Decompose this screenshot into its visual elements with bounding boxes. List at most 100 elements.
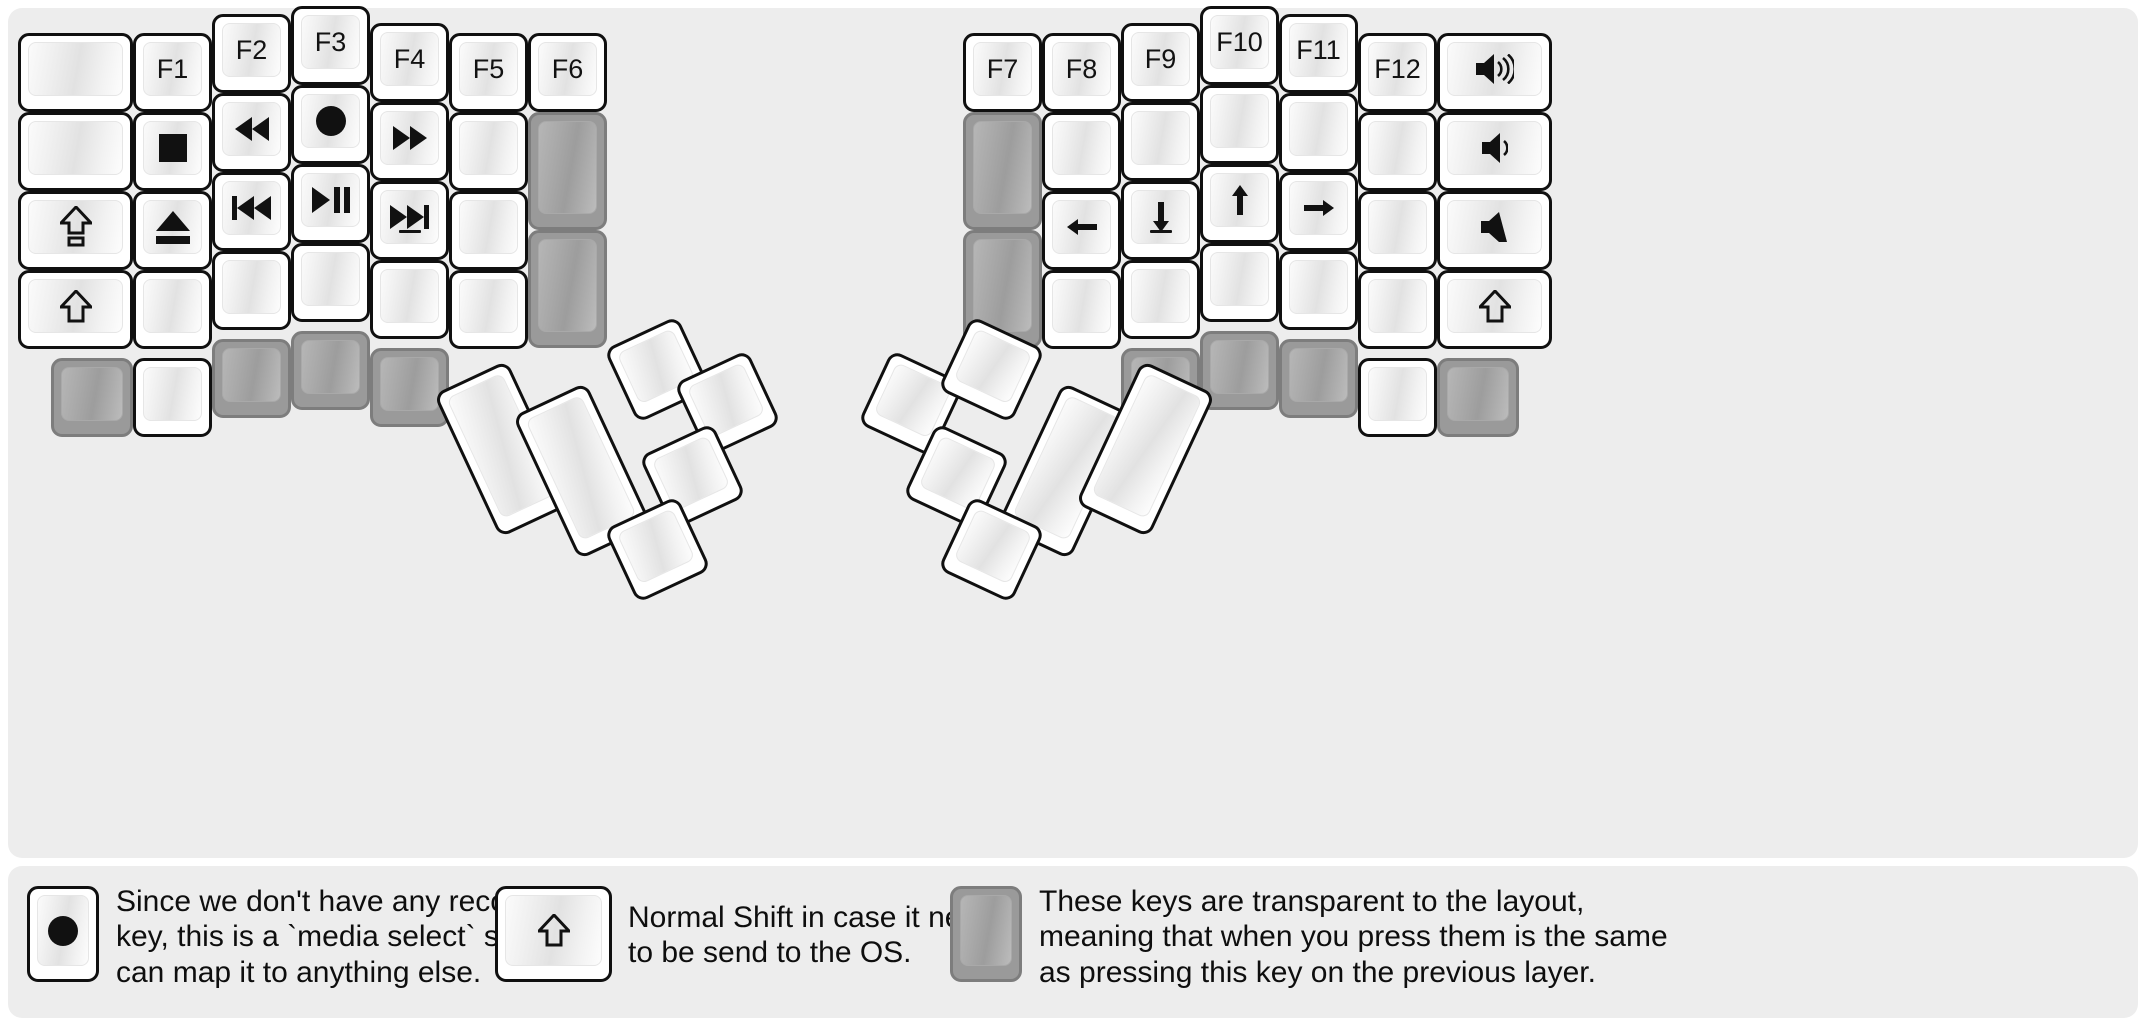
caps-lock-icon: [59, 206, 92, 248]
key-arrow-right[interactable]: [1279, 172, 1358, 251]
key-blank[interactable]: [291, 243, 370, 322]
key-label: F12: [1374, 53, 1421, 84]
key-caps-lock[interactable]: [18, 191, 133, 270]
key-arrow-up[interactable]: [1200, 164, 1279, 243]
key-blank[interactable]: [449, 112, 528, 191]
key-prev-track[interactable]: [212, 172, 291, 251]
key-blank[interactable]: [1121, 102, 1200, 181]
key-blank[interactable]: [1358, 112, 1437, 191]
underscore-marker-icon: [1149, 230, 1172, 233]
key-blank[interactable]: [1358, 191, 1437, 270]
key-blank[interactable]: [1279, 251, 1358, 330]
key-transparent[interactable]: [1437, 358, 1519, 437]
keycap-surface: F6: [538, 42, 597, 96]
key-blank[interactable]: [1279, 93, 1358, 172]
keycap-surface: [1368, 279, 1427, 333]
key-blank[interactable]: [1042, 270, 1121, 349]
key-transparent[interactable]: [51, 358, 133, 437]
key-rewind[interactable]: [212, 93, 291, 172]
keycap-surface: [953, 328, 1033, 405]
legend-transparent-sample-key: [950, 886, 1022, 982]
keycap-surface: [301, 252, 360, 306]
key-transparent[interactable]: [528, 112, 607, 230]
key-f5[interactable]: F5: [449, 33, 528, 112]
keycap-surface: [1052, 121, 1111, 175]
key-blank[interactable]: [1358, 358, 1437, 437]
stop-icon: [158, 134, 187, 162]
keycap-surface: [1289, 102, 1348, 156]
keycap-surface: [143, 200, 202, 254]
keycap-surface: [222, 348, 281, 402]
keycap-surface: [459, 200, 518, 254]
key-blank[interactable]: [1200, 85, 1279, 164]
keycap-surface: [1368, 121, 1427, 175]
keycap-surface: F7: [973, 42, 1032, 96]
keycap-surface: [1447, 121, 1542, 175]
keycap-surface: [918, 435, 998, 512]
keycap-surface: [1447, 42, 1542, 96]
key-label: F7: [986, 53, 1019, 84]
key-shift[interactable]: [1437, 270, 1552, 349]
keycap-surface: F8: [1052, 42, 1111, 96]
key-next-track[interactable]: [370, 181, 449, 260]
key-transparent[interactable]: [1279, 339, 1358, 418]
shift-icon: [537, 914, 570, 947]
key-blank[interactable]: [133, 358, 212, 437]
key-label: F8: [1065, 53, 1098, 84]
key-blank[interactable]: [449, 270, 528, 349]
key-blank[interactable]: [133, 270, 212, 349]
keycap-surface: [222, 102, 281, 156]
key-blank[interactable]: [1121, 260, 1200, 339]
key-shift[interactable]: [18, 270, 133, 349]
key-transparent[interactable]: [212, 339, 291, 418]
key-f11[interactable]: F11: [1279, 14, 1358, 93]
keycap-surface: [37, 895, 89, 966]
key-f2[interactable]: F2: [212, 14, 291, 93]
key-f10[interactable]: F10: [1200, 6, 1279, 85]
key-blank[interactable]: [18, 112, 133, 191]
key-record[interactable]: [291, 85, 370, 164]
key-arrow-down[interactable]: [1121, 181, 1200, 260]
key-f3[interactable]: F3: [291, 6, 370, 85]
key-play-pause[interactable]: [291, 164, 370, 243]
key-f9[interactable]: F9: [1121, 23, 1200, 102]
key-blank[interactable]: [1042, 112, 1121, 191]
key-transparent[interactable]: [963, 112, 1042, 230]
key-stop[interactable]: [133, 112, 212, 191]
key-volume-up[interactable]: [1437, 33, 1552, 112]
key-f8[interactable]: F8: [1042, 33, 1121, 112]
key-blank[interactable]: [18, 33, 133, 112]
volume-mute-icon: [1480, 212, 1509, 242]
key-blank[interactable]: [449, 191, 528, 270]
key-transparent[interactable]: [1200, 331, 1279, 410]
key-arrow-left[interactable]: [1042, 191, 1121, 270]
key-label: F10: [1216, 26, 1263, 57]
record-icon: [48, 915, 78, 946]
keycap-surface: [1210, 94, 1269, 148]
key-transparent[interactable]: [291, 331, 370, 410]
key-blank[interactable]: [212, 251, 291, 330]
key-volume-mute[interactable]: [1437, 191, 1552, 270]
volume-up-icon: [1475, 54, 1514, 84]
key-eject[interactable]: [133, 191, 212, 270]
key-blank[interactable]: [1358, 270, 1437, 349]
key-fast-forward[interactable]: [370, 102, 449, 181]
key-transparent[interactable]: [370, 348, 449, 427]
key-f4[interactable]: F4: [370, 23, 449, 102]
keycap-surface: [28, 200, 123, 254]
key-transparent[interactable]: [528, 230, 607, 348]
keycap-surface: [538, 239, 597, 332]
keycap-surface: [1289, 260, 1348, 314]
key-f7[interactable]: F7: [963, 33, 1042, 112]
prev-track-icon: [232, 196, 271, 220]
keycap-surface: [61, 367, 123, 421]
key-f1[interactable]: F1: [133, 33, 212, 112]
keycap-surface: [222, 181, 281, 235]
key-blank[interactable]: [370, 260, 449, 339]
key-volume-down[interactable]: [1437, 112, 1552, 191]
keycap-surface: [1368, 200, 1427, 254]
key-blank[interactable]: [1200, 243, 1279, 322]
key-f6[interactable]: F6: [528, 33, 607, 112]
key-f12[interactable]: F12: [1358, 33, 1437, 112]
